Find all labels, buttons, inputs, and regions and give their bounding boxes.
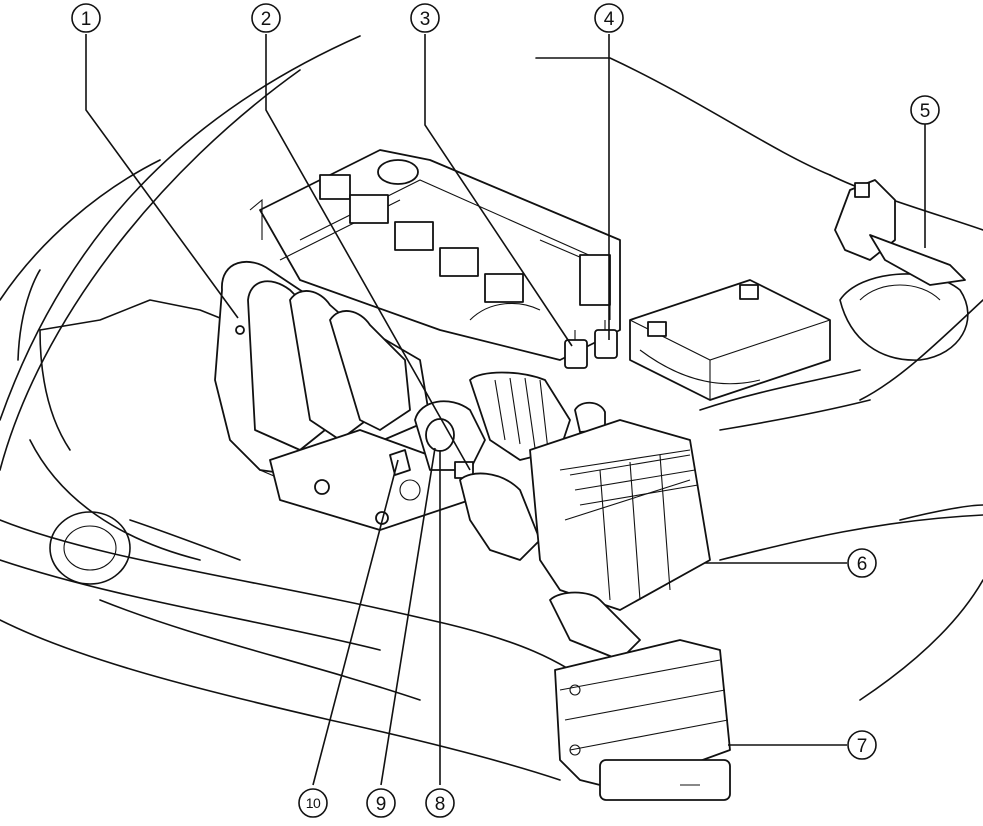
callout-1: 1 (71, 3, 101, 33)
callout-6-label: 6 (857, 554, 868, 575)
callout-8: 8 (425, 788, 455, 818)
pedal-sensor (834, 179, 966, 286)
battery (629, 279, 831, 401)
callout-7: 7 (847, 730, 877, 760)
callout-2: 2 (251, 3, 281, 33)
callout-5-label: 5 (920, 101, 931, 122)
callout-8-label: 8 (435, 794, 446, 815)
callout-2-label: 2 (261, 9, 272, 30)
leader-10 (312, 459, 399, 786)
resonator-duct (549, 591, 731, 801)
air-cleaner-case (529, 419, 711, 611)
callout-3: 3 (410, 3, 440, 33)
callout-3-label: 3 (420, 9, 431, 30)
vehicle-body-outline (0, 35, 983, 781)
callout-9-label: 9 (376, 794, 387, 815)
leader-lines (85, 34, 926, 786)
air-intake-hose (459, 371, 606, 561)
leader-3 (424, 34, 573, 347)
callout-5: 5 (910, 95, 940, 125)
solenoid-valves (564, 320, 618, 369)
callout-4: 4 (594, 3, 624, 33)
callout-4-label: 4 (604, 9, 615, 30)
callout-6: 6 (847, 548, 877, 578)
leader-1 (85, 34, 239, 319)
callout-10: 10 (298, 788, 328, 818)
engine-valve-cover (249, 149, 621, 361)
callout-7-label: 7 (857, 736, 868, 757)
intake-manifold (214, 261, 471, 531)
leader-9 (380, 447, 436, 786)
leader-2 (265, 34, 471, 471)
callout-10-label: 10 (306, 795, 321, 811)
callout-1-label: 1 (81, 9, 92, 30)
callout-9: 9 (366, 788, 396, 818)
